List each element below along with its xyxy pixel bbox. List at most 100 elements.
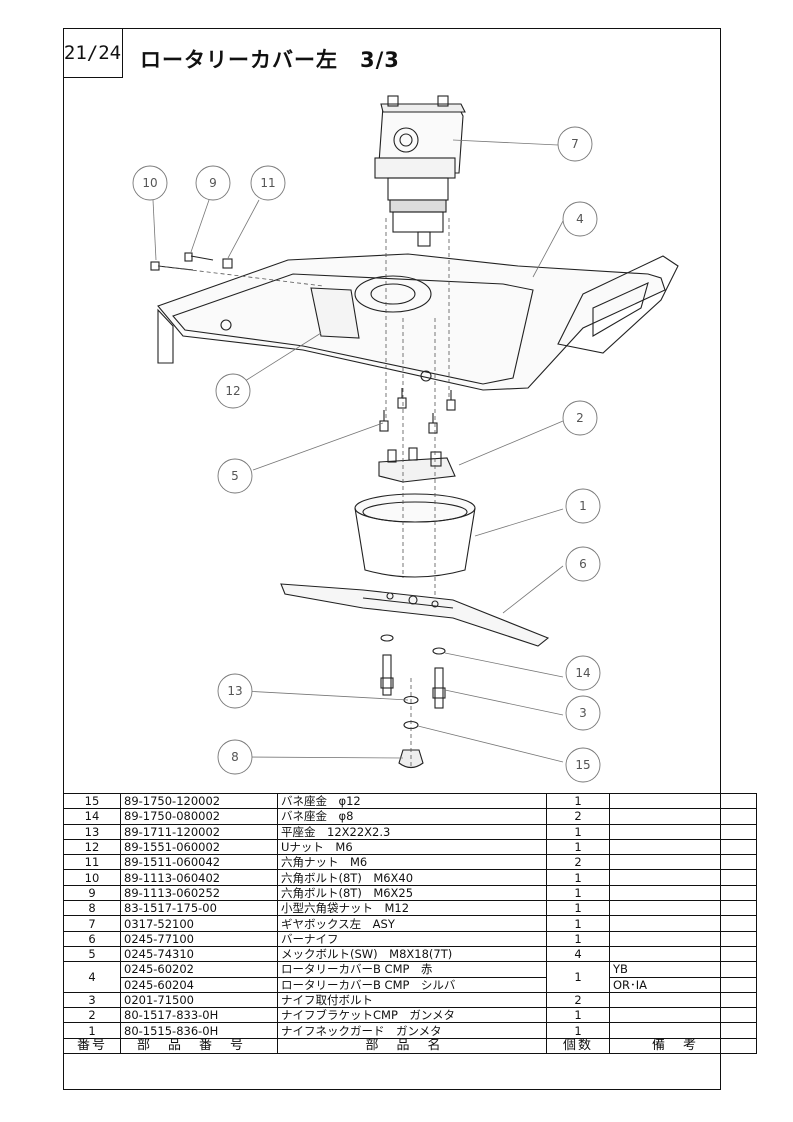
item-number: 4 bbox=[63, 961, 121, 993]
part-name: 小型六角袋ナット M12 bbox=[277, 900, 547, 917]
header-part-name: 部品名 bbox=[277, 1037, 547, 1055]
callout-7: 7 bbox=[557, 126, 593, 162]
part-number-variant: 0245-60204 bbox=[121, 976, 277, 991]
quantity: 1 bbox=[546, 1022, 610, 1039]
part-number: 89-1711-120002 bbox=[120, 823, 278, 840]
knife-bracket-illustration bbox=[378, 447, 456, 483]
part-number: 89-1113-060402 bbox=[120, 869, 278, 886]
page-title: ロータリーカバー左 3/3 bbox=[140, 48, 400, 72]
quantity: 1 bbox=[546, 961, 610, 993]
callout-5: 5 bbox=[217, 458, 253, 494]
item-number: 6 bbox=[63, 930, 121, 947]
callout-11: 11 bbox=[250, 165, 286, 201]
callout-4: 4 bbox=[562, 201, 598, 237]
callout-1: 1 bbox=[565, 488, 601, 524]
part-number: 89-1551-060002 bbox=[120, 838, 278, 856]
item-number: 2 bbox=[63, 1007, 121, 1024]
callout-10: 10 bbox=[132, 165, 168, 201]
remarks bbox=[609, 869, 757, 886]
quantity: 1 bbox=[546, 930, 610, 947]
item-number: 1 bbox=[63, 1022, 121, 1039]
header-part-number: 部品番号 bbox=[120, 1037, 278, 1055]
part-name: バネ座金 φ12 bbox=[277, 792, 547, 810]
exploded-parts-diagram: 1 2 3 4 5 6 7 8 9 10 11 12 13 14 15 bbox=[132, 95, 679, 783]
part-number: 0317-52100 bbox=[120, 915, 278, 932]
remarks bbox=[609, 792, 757, 810]
table-header-row: 番号部品番号部品名個数備考 bbox=[63, 1037, 757, 1055]
part-number: 89-1113-060252 bbox=[120, 884, 278, 902]
svg-text:12: 12 bbox=[225, 384, 240, 398]
remarks bbox=[609, 884, 757, 902]
bar-knife-illustration bbox=[280, 583, 550, 647]
item-number: 15 bbox=[63, 792, 121, 810]
part-name: 六角ナット M6 bbox=[277, 854, 547, 871]
svg-text:14: 14 bbox=[575, 666, 590, 680]
part-name: 平座金 12X22X2.3 bbox=[277, 823, 547, 840]
quantity: 1 bbox=[546, 869, 610, 886]
remarks bbox=[609, 823, 757, 840]
quantity: 1 bbox=[546, 823, 610, 840]
svg-text:6: 6 bbox=[579, 557, 587, 571]
svg-text:7: 7 bbox=[571, 137, 579, 151]
remarks bbox=[609, 945, 757, 963]
part-number: 89-1750-120002 bbox=[120, 792, 278, 810]
item-number: 12 bbox=[63, 838, 121, 856]
part-name: ギヤボックス左 ASY bbox=[277, 915, 547, 932]
remarks bbox=[609, 1022, 757, 1039]
svg-text:4: 4 bbox=[576, 212, 584, 226]
callout-9: 9 bbox=[195, 165, 231, 201]
part-number: 83-1517-175-00 bbox=[120, 900, 278, 917]
name-variant: ロータリーカバーB CMP シルバ bbox=[278, 976, 546, 991]
part-number: 89-1511-060042 bbox=[120, 854, 278, 871]
svg-text:5: 5 bbox=[231, 469, 239, 483]
quantity: 1 bbox=[546, 838, 610, 856]
svg-text:8: 8 bbox=[231, 750, 239, 764]
svg-text:15: 15 bbox=[575, 758, 590, 772]
remarks-variant: YB bbox=[613, 962, 628, 977]
part-number: 0201-71500 bbox=[120, 991, 278, 1009]
callout-14: 14 bbox=[565, 655, 601, 691]
svg-text:10: 10 bbox=[142, 176, 157, 190]
part-name: ナイフブラケットCMP ガンメタ bbox=[277, 1007, 547, 1024]
page-number: 21/24 bbox=[63, 28, 123, 78]
part-number: 80-1515-836-0H bbox=[120, 1022, 278, 1039]
knife-neck-guard-illustration bbox=[354, 493, 476, 578]
part-name: 六角ボルト(8T) M6X40 bbox=[277, 869, 547, 886]
remarks bbox=[609, 1007, 757, 1024]
gearbox-illustration bbox=[374, 95, 466, 247]
remarks bbox=[609, 838, 757, 856]
remarks bbox=[609, 900, 757, 917]
callout-2: 2 bbox=[562, 400, 598, 436]
item-number: 13 bbox=[63, 823, 121, 840]
quantity: 1 bbox=[546, 884, 610, 902]
header-quantity: 個数 bbox=[546, 1037, 610, 1055]
part-name: ナイフ取付ボルト bbox=[277, 991, 547, 1009]
svg-text:11: 11 bbox=[260, 176, 275, 190]
part-number: 89-1750-080002 bbox=[120, 808, 278, 825]
rotary-cover-illustration bbox=[157, 253, 679, 391]
quantity: 2 bbox=[546, 991, 610, 1009]
item-number: 5 bbox=[63, 945, 121, 963]
part-number: 0245-74310 bbox=[120, 945, 278, 963]
callout-13: 13 bbox=[217, 673, 253, 709]
quantity: 1 bbox=[546, 1007, 610, 1024]
quantity: 1 bbox=[546, 900, 610, 917]
item-number: 8 bbox=[63, 900, 121, 917]
svg-text:9: 9 bbox=[209, 176, 217, 190]
part-number: 0245-77100 bbox=[120, 930, 278, 947]
name-variant: ロータリーカバーB CMP 赤 bbox=[281, 962, 433, 977]
callout-12: 12 bbox=[215, 373, 251, 409]
quantity: 4 bbox=[546, 945, 610, 963]
